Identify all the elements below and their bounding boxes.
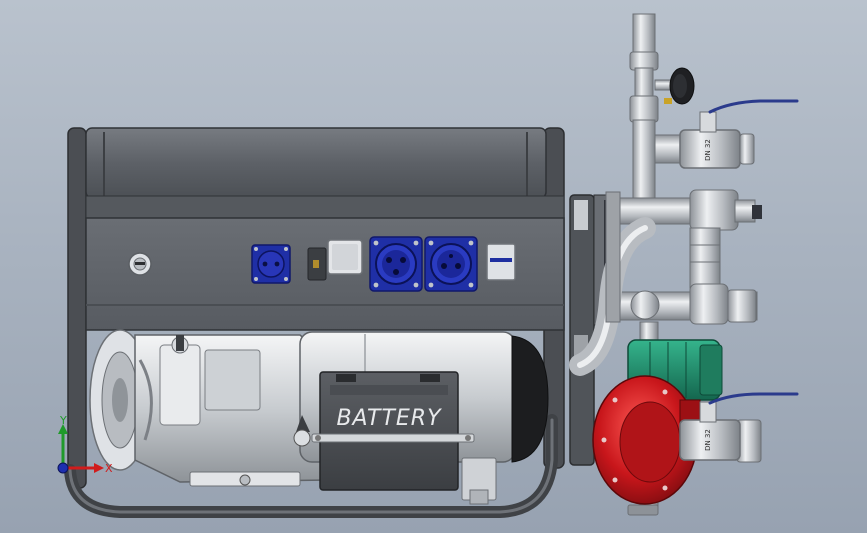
panel-display [486,243,516,281]
circuit-breaker-button[interactable] [327,239,363,275]
ignition-key-switch[interactable] [128,252,152,276]
upper-inlet-fitting [752,205,762,219]
triad-y-label: Y [59,414,67,427]
three-pin-outlet[interactable] [369,236,423,292]
fuel-tank[interactable] [85,127,565,219]
small-power-outlet[interactable] [251,244,291,284]
bottom-valve-handle[interactable] [708,392,799,405]
two-pin-outlet[interactable] [424,236,478,292]
triad-x-label: X [105,462,113,475]
pressure-gauge[interactable] [654,67,695,105]
battery[interactable]: BATTERY [311,371,497,505]
top-ball-valve[interactable]: DN 32 [679,99,799,169]
bottom-valve-marking: DN 32 [704,429,712,451]
indicator-lamp [307,247,327,281]
circulation-pump[interactable] [592,339,723,505]
coordinate-triad: Y X [57,414,113,475]
battery-label: BATTERY [336,406,442,431]
top-valve-marking: DN 32 [704,139,712,161]
top-valve-handle[interactable] [708,99,799,114]
water-piping[interactable] [569,13,762,516]
bottom-ball-valve[interactable]: DN 32 [679,392,799,461]
control-panel [85,217,565,331]
